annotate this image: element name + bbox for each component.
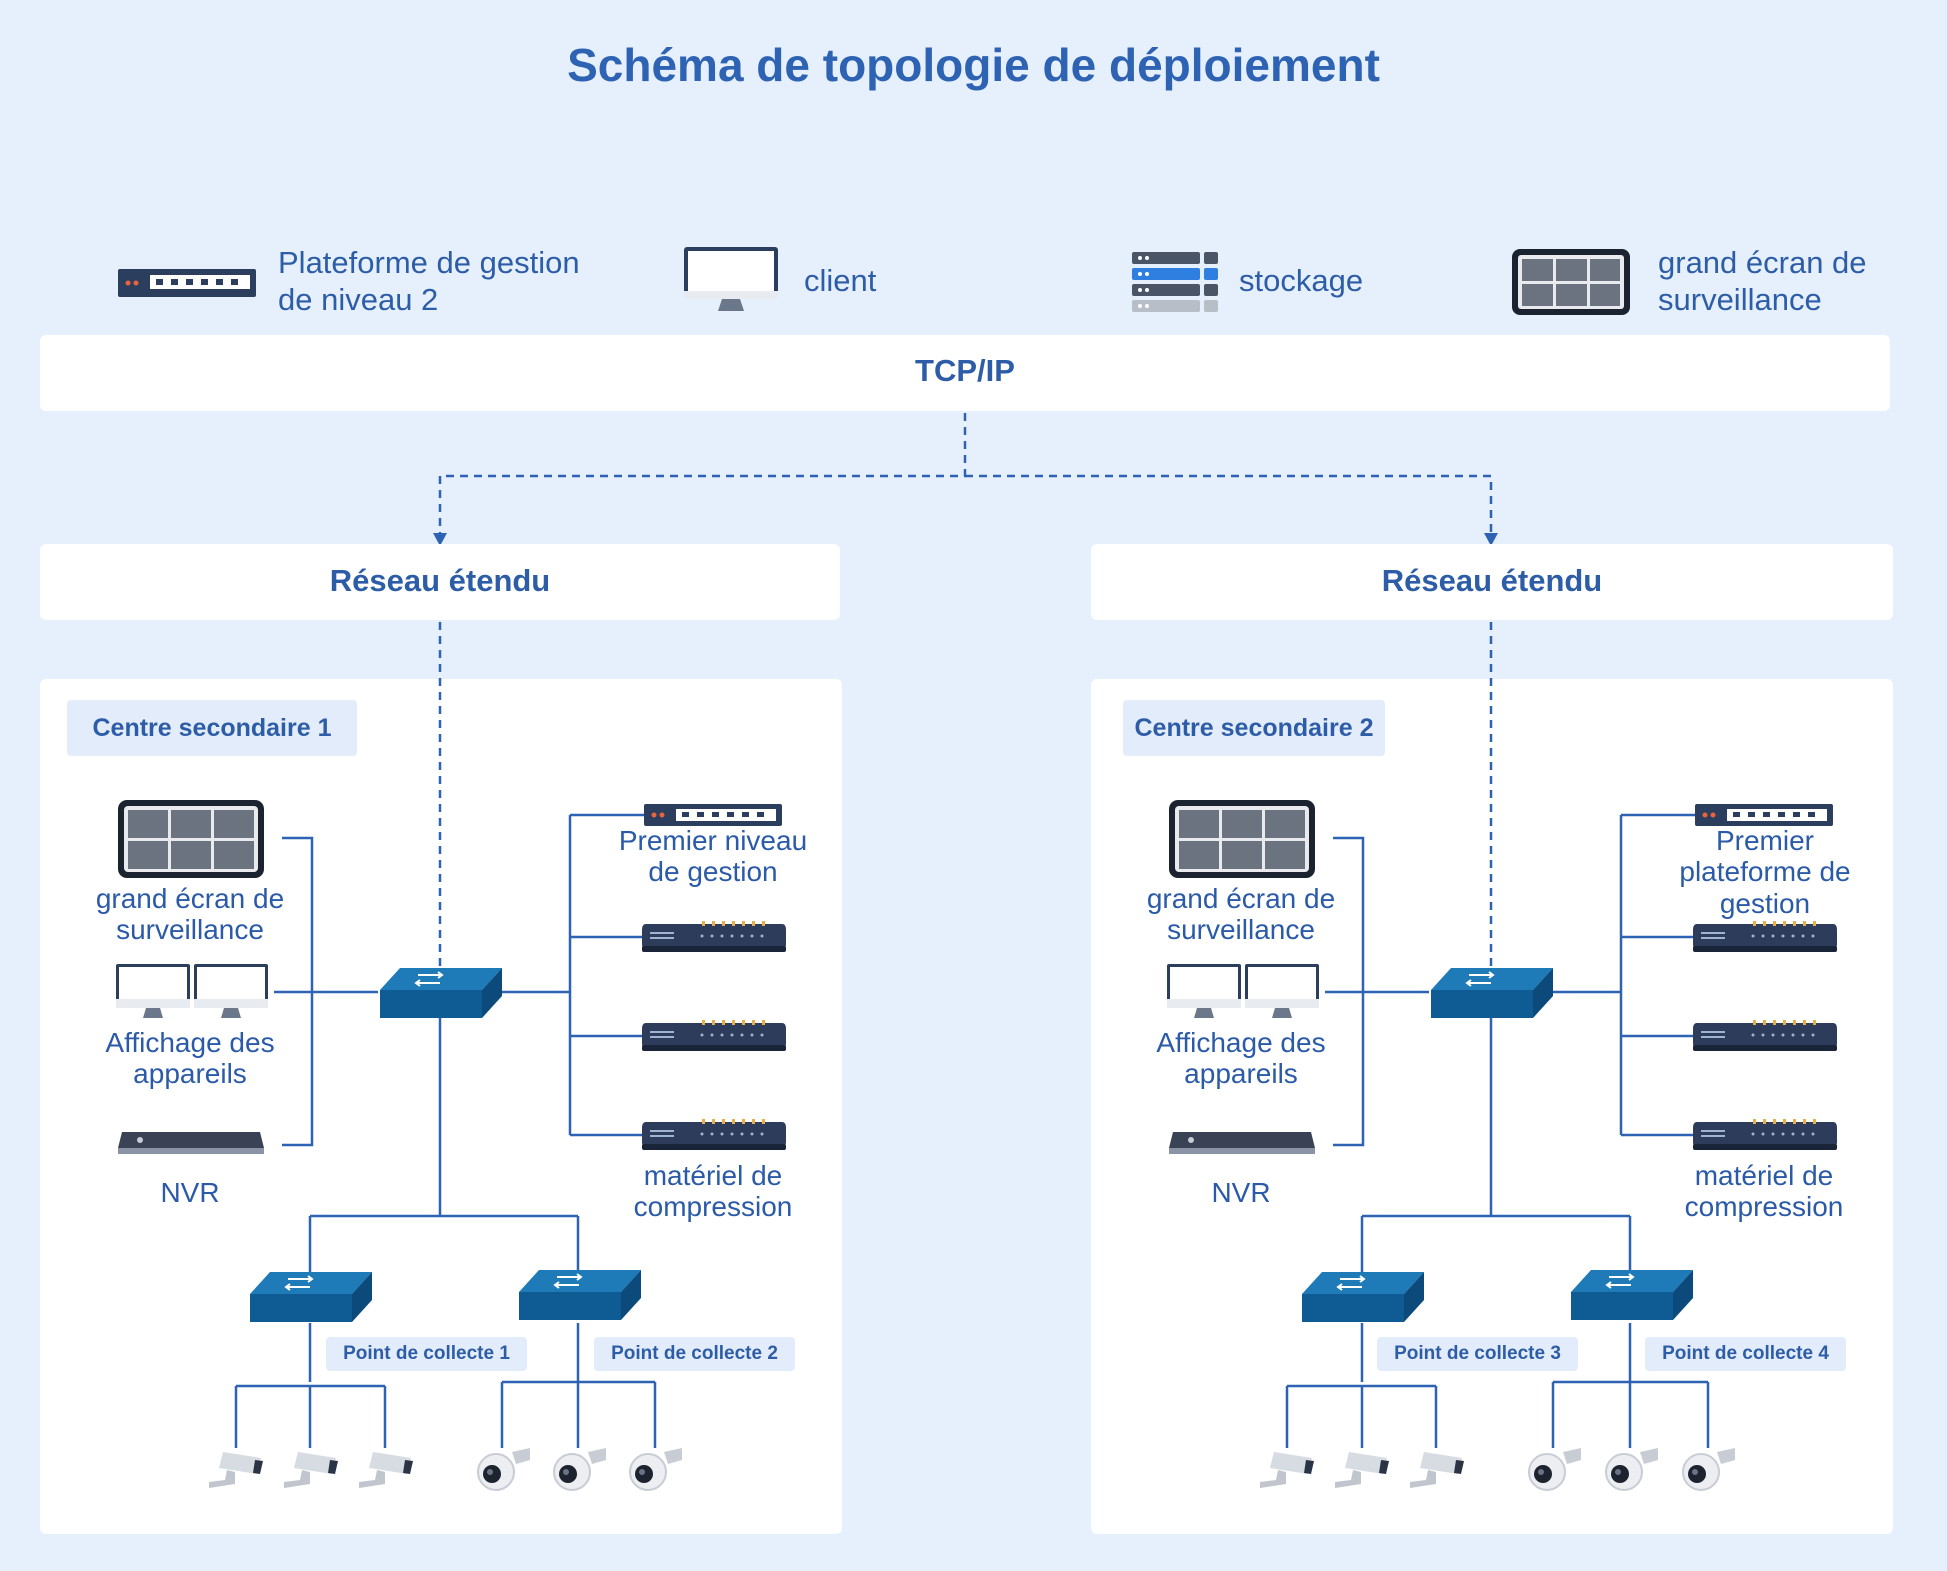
diagram-title: Schéma de topologie de déploiement xyxy=(567,39,1380,91)
compression-device-icon xyxy=(1693,1119,1837,1150)
display-label: Affichage des appareils xyxy=(105,1027,275,1090)
dome-camera-icon xyxy=(553,1448,606,1491)
compression-device-icon xyxy=(642,1020,786,1051)
collect-switch-icon xyxy=(250,1272,372,1322)
collect-switch-icon xyxy=(1302,1272,1424,1322)
compression-label: matériel de compression xyxy=(633,1160,793,1223)
collect-point-label: Point de collecte 1 xyxy=(326,1337,527,1371)
video-wall-icon xyxy=(118,800,264,878)
center-name-1: Centre secondaire 1 xyxy=(67,700,357,756)
legend-label-switch: Plateforme de gestion de niveau 2 xyxy=(278,245,580,317)
core-switch-icon xyxy=(1431,968,1553,1018)
compression-device-icon xyxy=(642,1119,786,1150)
bullet-camera-icon xyxy=(1335,1452,1389,1488)
compression-device-icon xyxy=(1693,921,1837,952)
nvr-label: NVR xyxy=(1211,1177,1271,1208)
tcpip-link xyxy=(438,413,967,536)
bullet-camera-icon xyxy=(1410,1452,1464,1488)
bullet-camera-icon xyxy=(284,1452,338,1488)
tcpip-link-right xyxy=(965,474,1493,536)
tcpip-bar xyxy=(40,335,1890,411)
wan-bar-1 xyxy=(40,544,840,620)
core-switch-icon xyxy=(380,968,502,1018)
collect-switch-icon xyxy=(1571,1270,1693,1320)
management-switch-icon xyxy=(1695,804,1833,826)
storage-icon xyxy=(1132,252,1218,312)
nvr-icon xyxy=(118,1132,264,1154)
nvr-label: NVR xyxy=(160,1177,220,1208)
management-label: Premier plateforme de gestion xyxy=(1679,825,1851,919)
video-wall-label: grand écran de surveillance xyxy=(1146,883,1336,946)
legend-label-storage: stockage xyxy=(1239,263,1364,298)
switch-icon xyxy=(118,269,256,297)
display-label: Affichage des appareils xyxy=(1156,1027,1326,1090)
legend-label-client: client xyxy=(804,263,877,298)
dome-camera-icon xyxy=(477,1448,530,1491)
collect-point-label: Point de collecte 3 xyxy=(1377,1337,1578,1371)
dome-camera-icon xyxy=(1682,1448,1735,1491)
nvr-icon xyxy=(1169,1132,1315,1154)
compression-device-icon xyxy=(1693,1020,1837,1051)
video-wall-label: grand écran de surveillance xyxy=(95,883,285,946)
wan-label-2: Réseau étendu xyxy=(1381,563,1603,598)
bullet-camera-icon xyxy=(359,1452,413,1488)
collect-switch-icon xyxy=(519,1270,641,1320)
wan-bar-2 xyxy=(1091,544,1893,620)
compression-label: matériel de compression xyxy=(1684,1160,1844,1223)
dual-monitor-icon xyxy=(116,964,268,1018)
compression-device-icon xyxy=(642,921,786,952)
wan-label-1: Réseau étendu xyxy=(329,563,551,598)
management-label: Premier niveau de gestion xyxy=(618,825,808,888)
dual-monitor-icon xyxy=(1167,964,1319,1018)
collect-point-label: Point de collecte 2 xyxy=(594,1337,795,1371)
video-wall-icon xyxy=(1512,249,1630,315)
monitor-icon xyxy=(684,247,778,311)
dome-camera-icon xyxy=(629,1448,682,1491)
management-switch-icon xyxy=(644,804,782,826)
bullet-camera-icon xyxy=(209,1452,263,1488)
video-wall-icon xyxy=(1169,800,1315,878)
dome-camera-icon xyxy=(1528,1448,1581,1491)
legend-label-video-wall: grand écran de surveillance xyxy=(1658,245,1867,317)
tcpip-label: TCP/IP xyxy=(915,353,1015,388)
center-name-2: Centre secondaire 2 xyxy=(1123,700,1385,756)
bullet-camera-icon xyxy=(1260,1452,1314,1488)
collect-point-label: Point de collecte 4 xyxy=(1645,1337,1846,1371)
dome-camera-icon xyxy=(1605,1448,1658,1491)
